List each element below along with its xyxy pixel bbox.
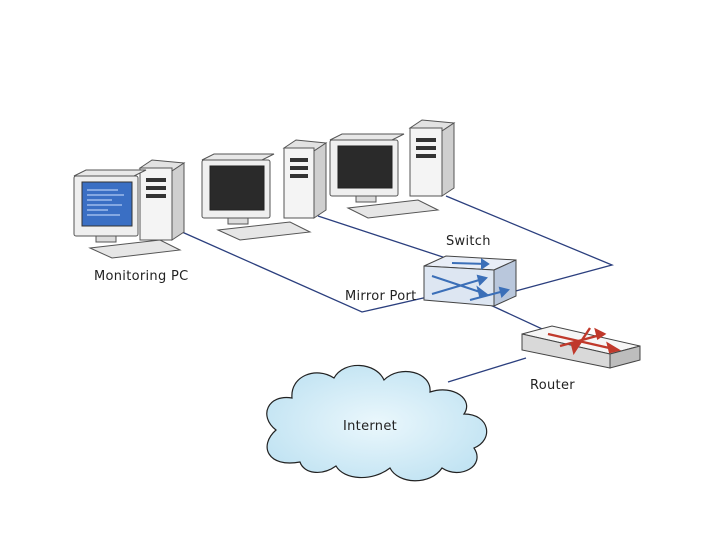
keyboard xyxy=(346,199,440,219)
link-pc2-to-switch xyxy=(317,215,459,263)
monitor xyxy=(329,133,405,203)
label-internet: Internet xyxy=(343,419,397,434)
internet-cloud xyxy=(266,364,488,482)
switch-device xyxy=(423,255,517,307)
router-device xyxy=(521,325,641,369)
switch-arrows-icon xyxy=(431,258,510,301)
link-router-to-internet xyxy=(447,357,527,383)
label-monitoring-pc: Monitoring PC xyxy=(94,269,188,284)
monitor-screen xyxy=(209,165,265,211)
network-links xyxy=(181,195,615,383)
tower-case xyxy=(282,139,328,219)
keyboard xyxy=(88,239,182,259)
computer-2 xyxy=(201,139,328,241)
monitor-screen xyxy=(337,145,393,189)
tower-case xyxy=(138,159,186,241)
link-pc3-to-switch xyxy=(445,195,615,293)
label-router: Router xyxy=(530,378,575,393)
label-mirror-port: Mirror Port xyxy=(345,289,417,304)
keyboard xyxy=(216,221,312,241)
monitoring-pc xyxy=(73,159,186,259)
tower-case xyxy=(408,119,456,197)
link-monitoring-pc-to-mirror-port xyxy=(181,231,433,313)
monitor xyxy=(73,169,147,243)
router-crossed-arrows-icon xyxy=(547,327,622,356)
monitor xyxy=(201,153,275,225)
label-switch: Switch xyxy=(446,234,491,249)
computer-3 xyxy=(329,119,456,219)
monitor-screen xyxy=(81,181,133,227)
